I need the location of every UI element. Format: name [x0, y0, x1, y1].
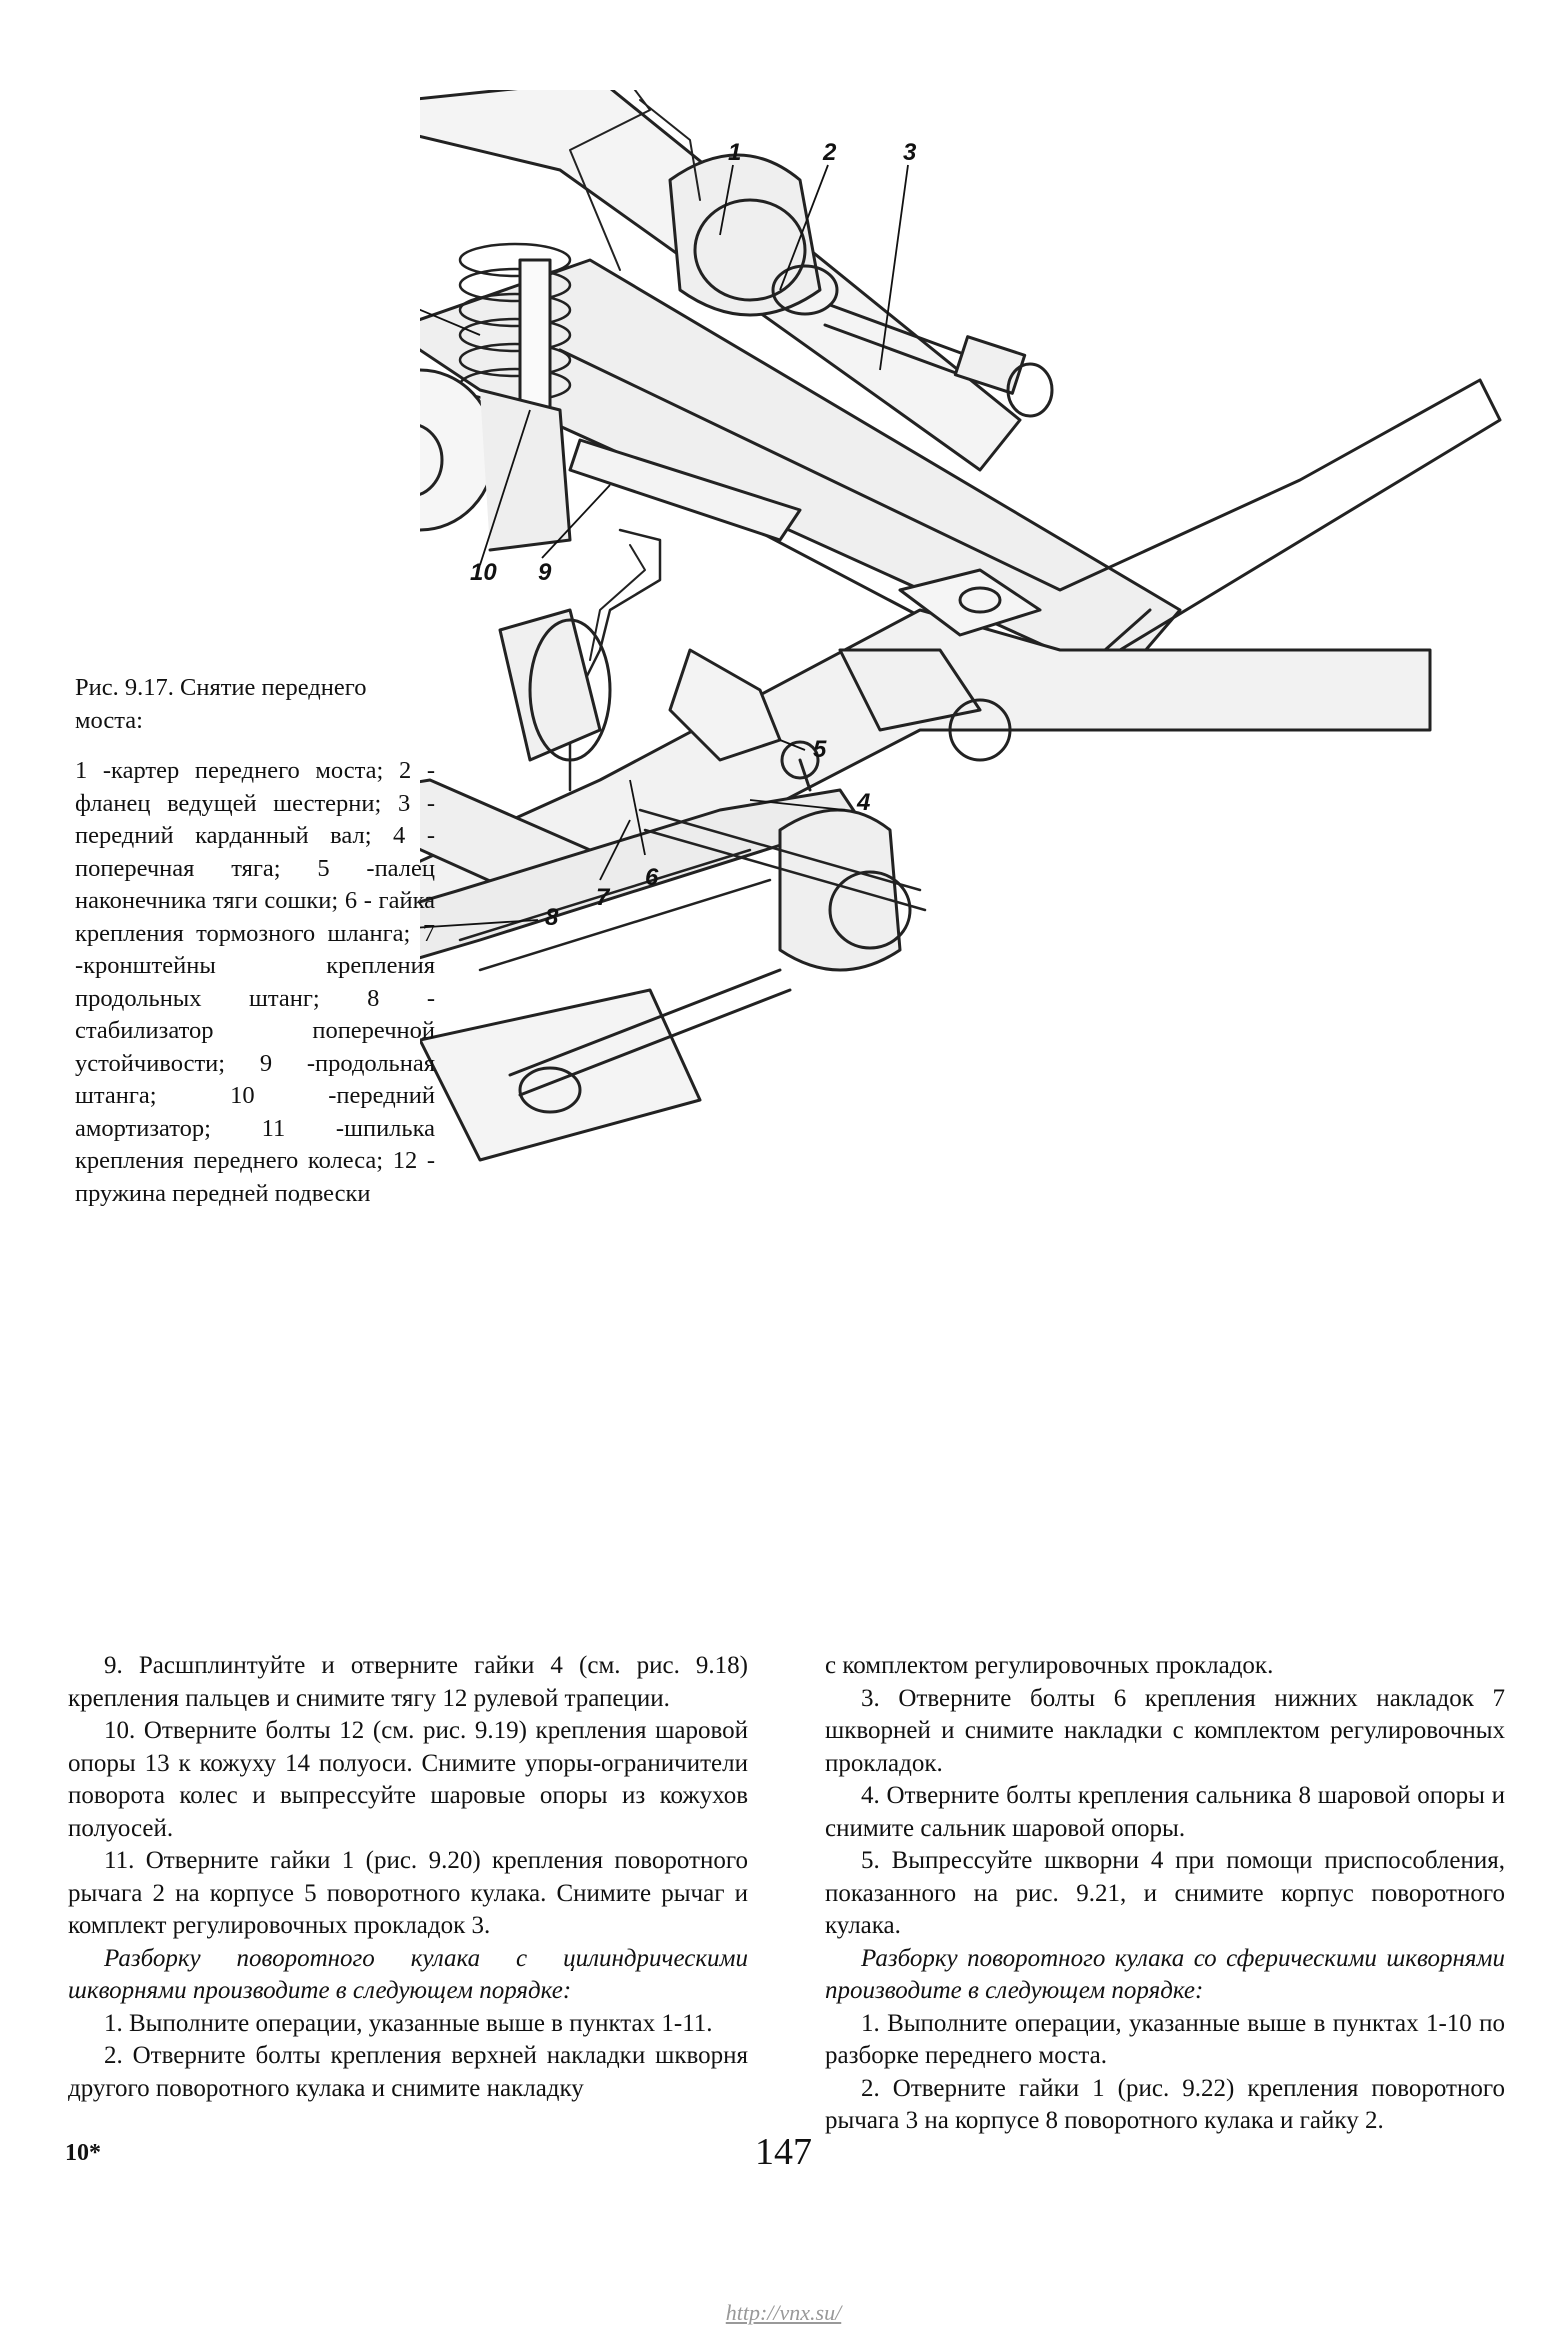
section-intro: Разборку поворотного кулака с цилиндриче…	[68, 1944, 748, 2005]
callout-8: 8	[545, 904, 559, 931]
callout-5: 5	[813, 736, 827, 763]
caption-title: Рис. 9.17. Снятие переднего моста:	[75, 674, 367, 734]
front-axle-drawing: 1 2 3 4 5 6 7 8 9 10 11 12	[420, 90, 1502, 1162]
signature-mark: 10*	[65, 2140, 101, 2166]
callout-1: 1	[728, 139, 741, 166]
paragraph: 3. Отверните болты 6 крепления нижних на…	[825, 1684, 1505, 1777]
callout-4: 4	[856, 789, 870, 816]
paragraph: 2. Отверните гайки 1 (рис. 9.22) креплен…	[825, 2074, 1505, 2135]
paragraph: 9. Расшплинтуйте и отверните гайки 4 (см…	[68, 1652, 748, 1712]
page-number: 147	[755, 2131, 812, 2173]
callout-2: 2	[822, 139, 837, 166]
callout-9: 9	[538, 559, 552, 586]
watermark-link[interactable]: http://vnx.su/	[725, 2300, 842, 2325]
section-intro: Разборку поворотного кулака со сферическ…	[825, 1944, 1505, 2005]
paragraph: 5. Выпрессуйте шкворни 4 при помощи прис…	[825, 1847, 1505, 1939]
right-text-column: с комплектом регулировочных прокладок. 3…	[825, 1650, 1505, 2138]
paragraph: 1. Выполните операции, указанные выше в …	[825, 2009, 1505, 2070]
callout-7: 7	[596, 884, 611, 911]
paragraph: с комплектом регулировочных прокладок.	[825, 1652, 1274, 1679]
callout-3: 3	[903, 139, 917, 166]
paragraph: 10. Отверните болты 12 (см. рис. 9.19) к…	[68, 1717, 748, 1842]
paragraph: 4. Отверните болты крепления сальника 8 …	[825, 1782, 1505, 1842]
paragraph: 2. Отверните болты крепления верхней нак…	[68, 2042, 748, 2102]
front-axle-figure: 1 2 3 4 5 6 7 8 9 10 11 12	[420, 90, 1540, 1610]
caption-legend: 1 -картер переднего моста; 2 - фланец ве…	[75, 757, 435, 1207]
callout-6: 6	[645, 864, 659, 891]
left-text-column: 9. Расшплинтуйте и отверните гайки 4 (см…	[68, 1650, 748, 2105]
paragraph: 11. Отверните гайки 1 (рис. 9.20) крепле…	[68, 1847, 748, 1939]
callout-10: 10	[470, 559, 497, 586]
paragraph: 1. Выполните операции, указанные выше в …	[104, 2009, 713, 2037]
figure-caption: Рис. 9.17. Снятие переднего моста: 1 -ка…	[75, 672, 435, 1210]
